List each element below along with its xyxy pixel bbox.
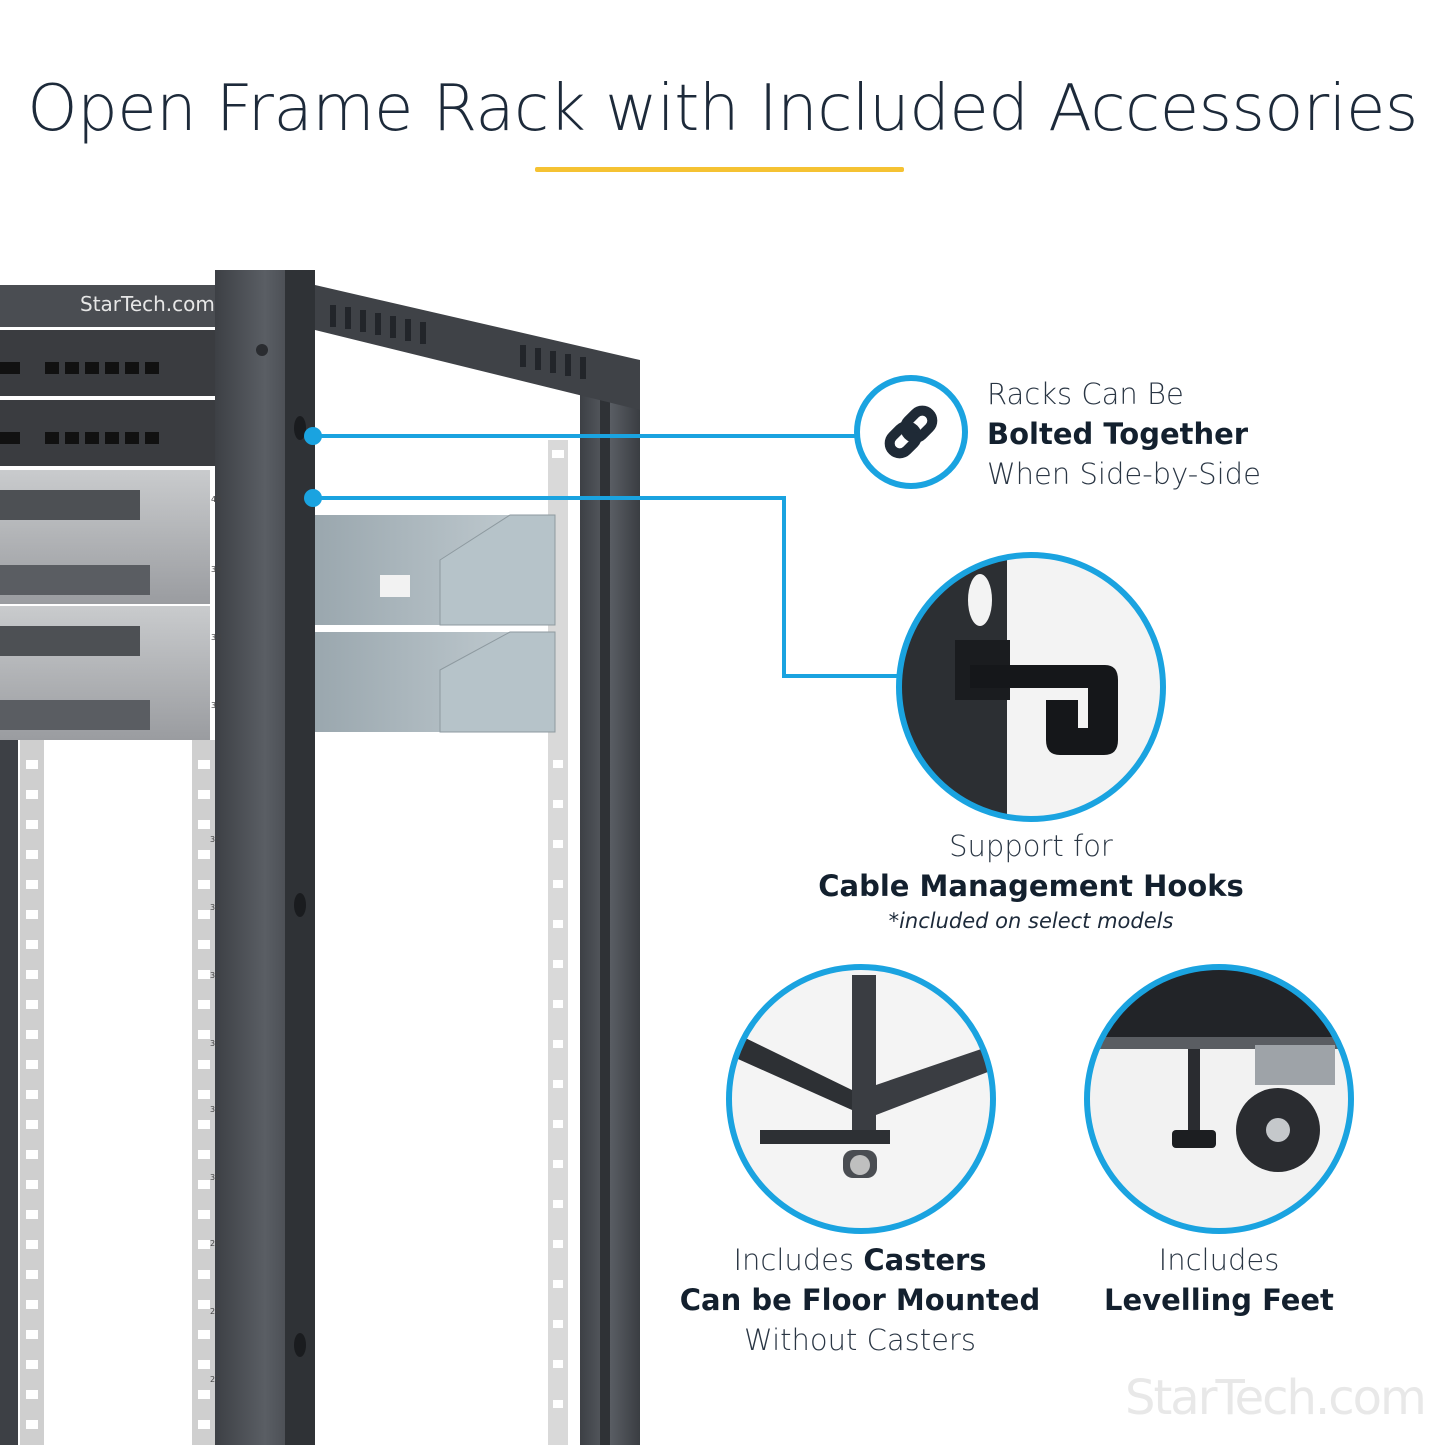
- callout-dot: [304, 427, 322, 445]
- hooks-line2: Cable Management Hooks: [818, 869, 1244, 903]
- rack-unit-number: 37: [211, 701, 221, 710]
- levelling-feet-photo: [1084, 964, 1354, 1234]
- rack-unit-number: 38: [211, 633, 221, 642]
- rack-unit-number: 27: [210, 1375, 220, 1384]
- rack-unit-number: 40: [211, 495, 221, 504]
- open-frame-rack: StarTech.com: [0, 270, 640, 1445]
- rack-unit-number: 28: [210, 1307, 220, 1316]
- bolted-line1: Racks Can Be: [987, 377, 1184, 411]
- callout-lines: [315, 434, 900, 678]
- feet-caption: Includes Levelling Feet: [1069, 1240, 1369, 1320]
- rack-unit-number: 34: [210, 903, 220, 912]
- bolted-line2: Bolted Together: [987, 417, 1249, 451]
- casters-line1-a: Includes: [733, 1243, 864, 1277]
- page-title: Open Frame Rack with Included Accessorie…: [27, 72, 1418, 146]
- rack-unit-number: 32: [210, 1039, 220, 1048]
- watermark-logo: StarTech.com: [1125, 1370, 1427, 1426]
- rack-unit-number: 29: [210, 1239, 220, 1248]
- rack-unit-number: 31: [210, 1105, 220, 1114]
- cable-hook-photo: [896, 552, 1166, 822]
- casters-line3: Without Casters: [744, 1323, 976, 1357]
- casters-photo: [726, 964, 996, 1234]
- callout-dot: [304, 489, 322, 507]
- bolted-callout: [854, 375, 968, 489]
- rack-unit-number: 33: [210, 971, 220, 980]
- link-icon: [884, 405, 938, 459]
- casters-caption: Includes Casters Can be Floor Mounted Wi…: [660, 1240, 1060, 1360]
- casters-line1-b: Casters: [863, 1243, 987, 1277]
- bolted-line3: When Side-by-Side: [987, 457, 1261, 491]
- top-rail: [315, 285, 640, 410]
- bolted-caption: Racks Can Be Bolted Together When Side-b…: [987, 374, 1261, 494]
- rack-brand-label: StarTech.com: [80, 292, 215, 316]
- title-underline: [535, 167, 904, 172]
- rack-unit-number: 39: [211, 565, 221, 574]
- feet-line1: Includes: [1158, 1243, 1280, 1277]
- rack-unit-number: 35: [210, 835, 220, 844]
- hooks-note: *included on select models: [888, 909, 1174, 933]
- casters-line2: Can be Floor Mounted: [679, 1283, 1041, 1317]
- hooks-line1: Support for: [949, 829, 1113, 863]
- hooks-caption: Support for Cable Management Hooks *incl…: [800, 826, 1262, 936]
- rack-unit-number: 30: [210, 1173, 220, 1182]
- feet-line2: Levelling Feet: [1104, 1283, 1334, 1317]
